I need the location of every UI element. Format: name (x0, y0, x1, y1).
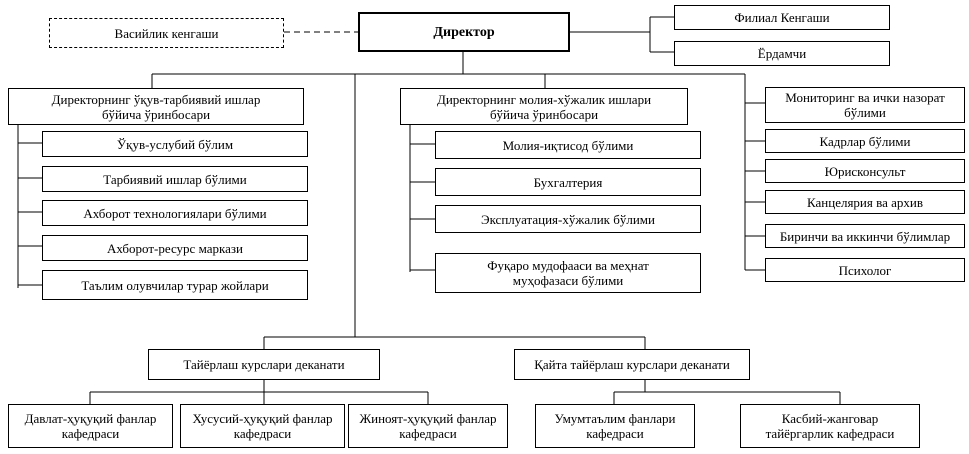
director-label: Директор (433, 24, 495, 40)
finance-unit-label: Молия-иқтисод бўлими (502, 137, 634, 153)
finance-unit-label: Фуқаро мудофааси ва меҳнат муҳофазаси бў… (487, 258, 649, 288)
academic-unit-label: Ахборот технологиялари бўлими (83, 205, 267, 221)
academic-unit: Тарбиявий ишлар бўлими (42, 166, 308, 192)
prep-chair: Давлат-ҳуқуқий фанлар кафедраси (8, 404, 173, 448)
finance-unit: Бухгалтерия (435, 168, 701, 196)
finance-unit-label: Эксплуатация-хўжалик бўлими (480, 211, 655, 227)
direct-unit-label: Мониторинг ва ички назорат бўлими (785, 90, 945, 120)
retrain-chair: Касбий-жанговар тайёргарлик кафедраси (740, 404, 920, 448)
assistant-label: Ёрдамчи (757, 46, 807, 61)
direct-unit: Юрисконсульт (765, 159, 965, 183)
prep-chair-label: Давлат-ҳуқуқий фанлар кафедраси (24, 411, 157, 441)
supervisory-council-label: Васийлик кенгаши (114, 25, 219, 41)
branch-council-box: Филиал Кенгаши (674, 5, 890, 30)
retrain-chair-label: Касбий-жанговар тайёргарлик кафедраси (765, 411, 895, 441)
direct-unit: Биринчи ва иккинчи бўлимлар (765, 224, 965, 248)
deputy-finance-title: Директорнинг молия-хўжалик ишлари бўйича… (436, 91, 652, 122)
direct-unit: Кадрлар бўлими (765, 129, 965, 153)
direct-unit-label: Биринчи ва иккинчи бўлимлар (779, 228, 951, 244)
dean-prep-box: Тайёрлаш курслари деканати (148, 349, 380, 380)
direct-unit-label: Кадрлар бўлими (819, 133, 911, 149)
prep-chair: Хусусий-ҳуқуқий фанлар кафедраси (180, 404, 345, 448)
deputy-academic-box: Директорнинг ўқув-тарбиявий ишлар бўйича… (8, 88, 304, 125)
retrain-chair: Умумтаълим фанлари кафедраси (535, 404, 695, 448)
finance-unit: Эксплуатация-хўжалик бўлими (435, 205, 701, 233)
supervisory-council-box: Васийлик кенгаши (49, 18, 284, 48)
academic-unit: Ахборот-ресурс маркази (42, 235, 308, 261)
prep-chair-label: Жиноят-ҳуқуқий фанлар кафедраси (359, 411, 497, 441)
direct-unit-label: Юрисконсульт (824, 163, 906, 179)
retrain-chair-label: Умумтаълим фанлари кафедраси (554, 411, 676, 441)
branch-council-label: Филиал Кенгаши (734, 10, 830, 25)
prep-chair-label: Хусусий-ҳуқуқий фанлар кафедраси (192, 411, 333, 441)
finance-unit: Молия-иқтисод бўлими (435, 131, 701, 159)
academic-unit-label: Тарбиявий ишлар бўлими (103, 171, 247, 187)
dean-retrain-box: Қайта тайёрлаш курслари деканати (514, 349, 750, 380)
direct-unit-label: Психолог (838, 262, 892, 278)
academic-unit-label: Таълим олувчилар турар жойлари (81, 277, 269, 293)
dean-retrain-title: Қайта тайёрлаш курслари деканати (534, 357, 730, 372)
prep-chair: Жиноят-ҳуқуқий фанлар кафедраси (348, 404, 508, 448)
finance-unit-label: Бухгалтерия (533, 174, 603, 190)
direct-unit-label: Канцелярия ва архив (807, 194, 923, 210)
academic-unit: Ўқув-услубий бўлим (42, 131, 308, 157)
deputy-finance-box: Директорнинг молия-хўжалик ишлари бўйича… (400, 88, 688, 125)
direct-unit: Психолог (765, 258, 965, 282)
assistant-box: Ёрдамчи (674, 41, 890, 66)
deputy-academic-title: Директорнинг ўқув-тарбиявий ишлар бўйича… (51, 91, 261, 122)
finance-unit: Фуқаро мудофааси ва меҳнат муҳофазаси бў… (435, 253, 701, 293)
academic-unit-label: Ўқув-услубий бўлим (116, 136, 234, 152)
academic-unit-label: Ахборот-ресурс маркази (107, 240, 243, 256)
director-box: Директор (358, 12, 570, 52)
academic-unit: Таълим олувчилар турар жойлари (42, 270, 308, 300)
direct-unit: Мониторинг ва ички назорат бўлими (765, 87, 965, 123)
academic-unit: Ахборот технологиялари бўлими (42, 200, 308, 226)
direct-unit: Канцелярия ва архив (765, 190, 965, 214)
dean-prep-title: Тайёрлаш курслари деканати (183, 357, 345, 372)
